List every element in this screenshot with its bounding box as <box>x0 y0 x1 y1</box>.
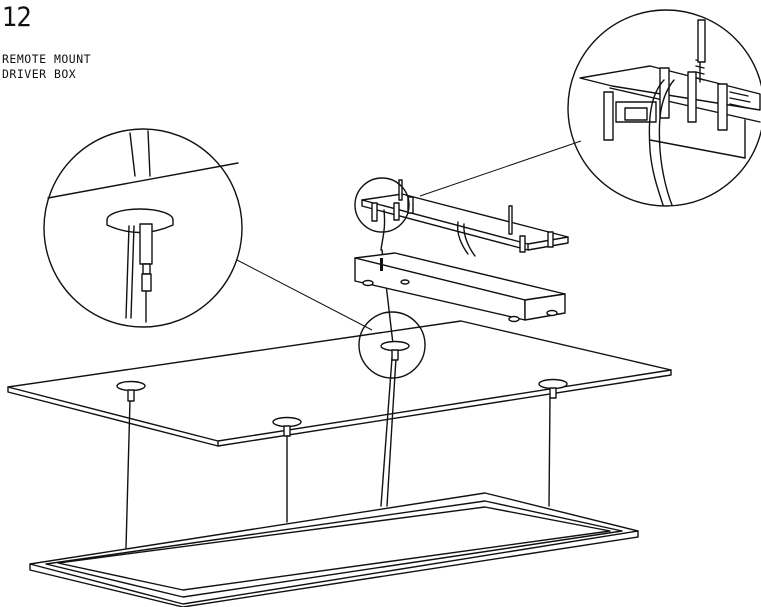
ceiling-canopy-2 <box>272 416 302 437</box>
driver-box <box>354 252 566 323</box>
mounting-plate <box>361 179 569 257</box>
magnifier-ring-canopy <box>358 311 426 379</box>
light-fixture <box>29 492 639 607</box>
magnifier-ring-plate <box>354 177 410 233</box>
step-number: 12 <box>2 2 32 33</box>
ceiling-canopy-4 <box>538 378 568 399</box>
detail-circle-ceiling <box>43 128 243 328</box>
caption-line-2: DRIVER BOX <box>2 67 77 81</box>
caption-line-1: REMOTE MOUNT <box>2 52 92 66</box>
detail-circle-plate <box>567 9 761 207</box>
ceiling-canopy-1 <box>116 380 146 402</box>
step-caption: REMOTE MOUNT DRIVER BOX <box>2 52 91 82</box>
ceiling-canopy-3 <box>380 340 410 361</box>
ceiling-plane <box>7 320 672 447</box>
leader-lines <box>236 140 582 331</box>
